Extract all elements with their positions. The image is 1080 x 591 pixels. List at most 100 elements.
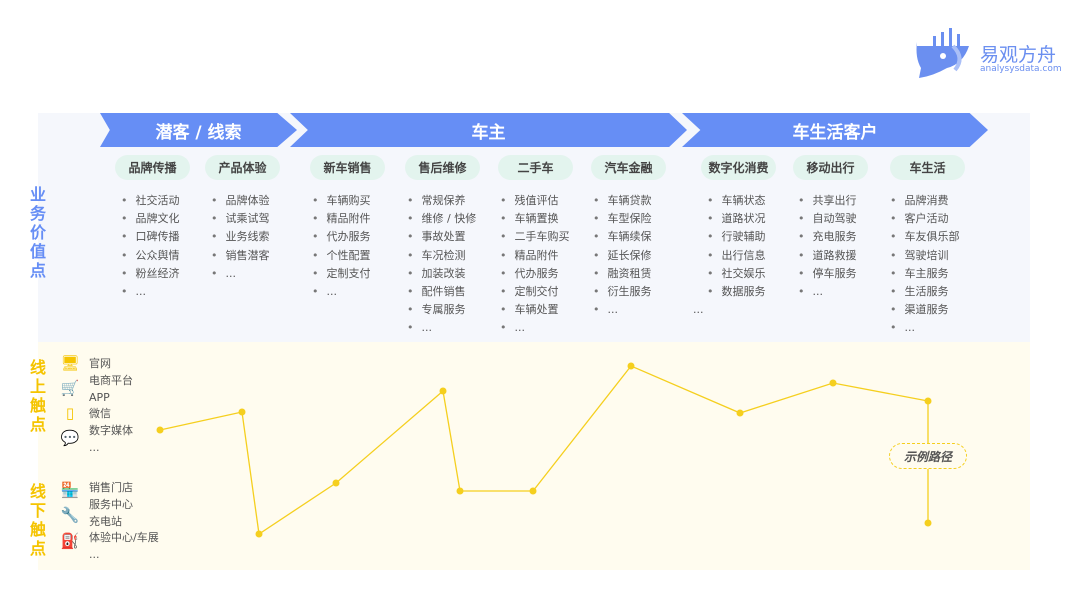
list-item: 社交娱乐 xyxy=(707,265,766,283)
list-item: 维修 / 快修 xyxy=(407,210,477,228)
list-item: 车主服务 xyxy=(890,265,960,283)
stage-prospect: 潜客 / 线索 xyxy=(100,113,297,147)
phone-icon: ▯ xyxy=(65,404,75,422)
category-pill: 移动出行 xyxy=(793,155,868,180)
list-item: 业务线索 xyxy=(211,228,270,246)
logo-icon xyxy=(913,28,973,80)
list-item: 配件销售 xyxy=(407,283,476,301)
value-points-label: 业务价值点 xyxy=(29,185,46,280)
category-pill: 汽车金融 xyxy=(591,155,666,180)
list-item: 驾驶培训 xyxy=(890,247,960,265)
category-pill: 数字化消费 xyxy=(701,155,776,180)
list-item: 渠道服务 xyxy=(890,301,960,319)
list-item: 车况检测 xyxy=(407,247,476,265)
touchpoint: 电商平台 xyxy=(89,373,133,387)
value-list: 社交活动品牌文化口碑传播公众舆情粉丝经济... xyxy=(121,192,180,301)
list-item: 品牌消费 xyxy=(890,192,960,210)
list-item: 数据服务 xyxy=(707,283,766,301)
list-item: 代办服务 xyxy=(500,265,570,283)
list-item: 车型保险 xyxy=(593,210,652,228)
list-item: 停车服务 xyxy=(798,265,857,283)
car-repair-icon: 🔧 xyxy=(60,506,80,524)
list-item: 道路状况 xyxy=(707,210,766,228)
list-item: 定制交付 xyxy=(500,283,570,301)
list-item: 车辆续保 xyxy=(593,228,652,246)
list-item: 行驶辅助 xyxy=(707,228,766,246)
list-item: ... xyxy=(693,303,704,317)
monitor-icon: 🖥 xyxy=(60,354,80,372)
list-item: ... xyxy=(121,283,180,301)
list-item: 社交活动 xyxy=(121,192,180,210)
list-item: 车辆置换 xyxy=(500,210,570,228)
list-item: 融资租赁 xyxy=(593,265,652,283)
value-list: 车辆购买精品附件代办服务个性配置定制支付... xyxy=(312,192,371,301)
list-item: 车辆购买 xyxy=(312,192,371,210)
touchpoint-panel xyxy=(38,342,1030,570)
value-list: 常规保养维修 / 快修事故处置车况检测加装改装配件销售专属服务... xyxy=(407,192,477,338)
value-list: 车辆贷款车型保险车辆续保延长保修融资租赁衍生服务... xyxy=(593,192,652,319)
list-item: 事故处置 xyxy=(407,228,476,246)
value-list: 品牌体验试乘试驾业务线索销售潜客... xyxy=(211,192,270,283)
logo-name: 易观方舟 xyxy=(980,44,1057,66)
list-item: 延长保修 xyxy=(593,247,652,265)
touchpoint: 服务中心 xyxy=(89,497,133,511)
list-item: 车辆处置 xyxy=(500,301,570,319)
list-item: ... xyxy=(798,283,857,301)
touchpoint: ... xyxy=(89,440,100,454)
list-item: 口碑传播 xyxy=(121,228,180,246)
list-item: 品牌体验 xyxy=(211,192,270,210)
list-item: 品牌文化 xyxy=(121,210,180,228)
list-item: 出行信息 xyxy=(707,247,766,265)
list-item: 生活服务 xyxy=(890,283,960,301)
category-pill: 产品体验 xyxy=(205,155,280,180)
value-list: 车辆状态道路状况行驶辅助出行信息社交娱乐数据服务... xyxy=(693,192,766,319)
list-item: ... xyxy=(593,301,652,319)
list-item: ... xyxy=(500,319,570,337)
store-icon: 🏪 xyxy=(60,481,80,499)
list-item: ... xyxy=(407,319,476,337)
category-pill: 车生活 xyxy=(890,155,965,180)
touchpoint: 数字媒体 xyxy=(89,424,133,438)
stage-car-life: 车生活客户 xyxy=(682,113,988,147)
category-pill: 新车销售 xyxy=(310,155,385,180)
touchpoint: 充电站 xyxy=(89,514,122,528)
online-label: 线上触点 xyxy=(29,358,46,434)
offline-label: 线下触点 xyxy=(29,482,46,558)
offline-list: 销售门店 服务中心 充电站 体验中心/车展 ... xyxy=(89,480,159,564)
charger-icon: ⛽ xyxy=(60,532,80,550)
category-pill: 二手车 xyxy=(498,155,573,180)
list-item: 专属服务 xyxy=(407,301,476,319)
list-item: 共享出行 xyxy=(798,192,857,210)
list-item: 自动驾驶 xyxy=(798,210,857,228)
list-item: 试乘试驾 xyxy=(211,210,270,228)
logo-url: analysysdata.com xyxy=(980,64,1062,74)
wechat-icon: 💬 xyxy=(60,429,80,447)
list-item: 残值评估 xyxy=(500,192,570,210)
list-item: 精品附件 xyxy=(312,210,371,228)
touchpoint: ... xyxy=(89,548,100,562)
category-pill: 售后维修 xyxy=(405,155,480,180)
list-item: 车友俱乐部 xyxy=(890,228,960,246)
list-item: 代办服务 xyxy=(312,228,371,246)
cart-icon: 🛒 xyxy=(60,379,80,397)
value-list: 品牌消费客户活动车友俱乐部驾驶培训车主服务生活服务渠道服务... xyxy=(890,192,960,338)
list-item: 车辆状态 xyxy=(707,192,766,210)
value-list: 共享出行自动驾驶充电服务道路救援停车服务... xyxy=(798,192,857,301)
list-item: 个性配置 xyxy=(312,247,371,265)
touchpoint: 微信 xyxy=(89,407,111,421)
list-item: 车辆贷款 xyxy=(593,192,652,210)
list-item: 充电服务 xyxy=(798,228,857,246)
list-item: 道路救援 xyxy=(798,247,857,265)
list-item: 常规保养 xyxy=(407,192,476,210)
list-item: 公众舆情 xyxy=(121,247,180,265)
example-path-label: 示例路径 xyxy=(889,443,967,469)
list-item: 加装改装 xyxy=(407,265,476,283)
list-item: 衍生服务 xyxy=(593,283,652,301)
list-item: 精品附件 xyxy=(500,247,570,265)
list-item: 二手车购买 xyxy=(500,228,570,246)
list-item: 粉丝经济 xyxy=(121,265,180,283)
list-item: 销售潜客 xyxy=(211,247,270,265)
list-item: 定制支付 xyxy=(312,265,371,283)
